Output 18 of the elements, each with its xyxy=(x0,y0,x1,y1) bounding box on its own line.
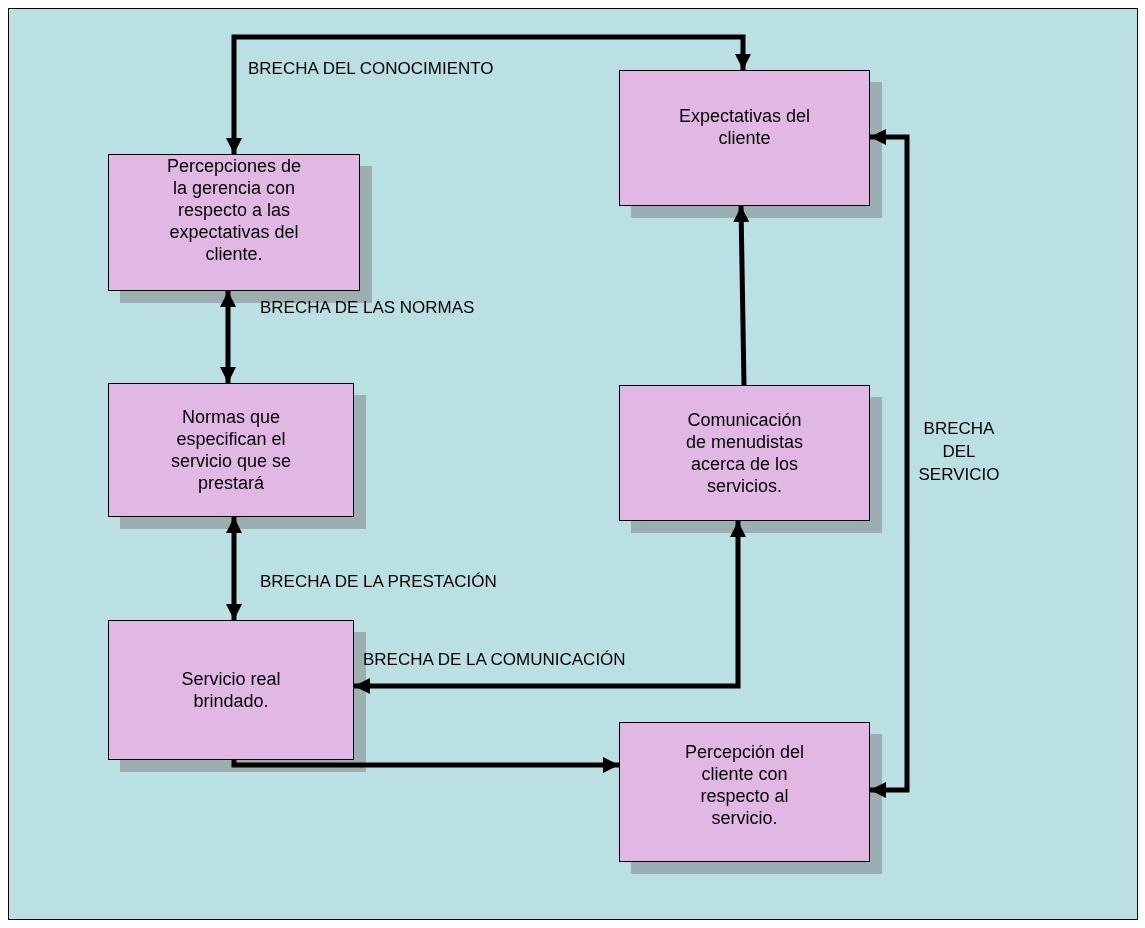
arrow xyxy=(226,517,242,620)
arrow xyxy=(870,129,910,798)
arrow xyxy=(354,521,746,694)
edge-label: BRECHA DEL CONOCIMIENTO xyxy=(248,58,494,80)
edge-label: BRECHA DE LAS NORMAS xyxy=(260,297,475,319)
box-text: Comunicación de menudistas acerca de los servicios. xyxy=(684,409,805,497)
arrow xyxy=(733,205,750,386)
arrow xyxy=(226,34,751,154)
arrow xyxy=(220,291,236,383)
edge-label: BRECHA DE LA COMUNICACIÓN xyxy=(363,649,626,671)
box-text: Servicio real brindado. xyxy=(180,668,282,712)
arrow xyxy=(231,757,619,773)
box-text: Expectativas del cliente xyxy=(677,105,812,149)
edge-label: BRECHA DE LA PRESTACIÓN xyxy=(260,571,497,593)
edge-label: BRECHA DEL SERVICIO xyxy=(917,418,1001,486)
box-text: Percepción del cliente con respecto al servicio. xyxy=(683,741,806,829)
box-text: Normas que especifican el servicio que se prestará xyxy=(169,406,293,494)
box-text: Percepciones de la gerencia con respecto a las expectativas del cliente. xyxy=(165,155,303,265)
